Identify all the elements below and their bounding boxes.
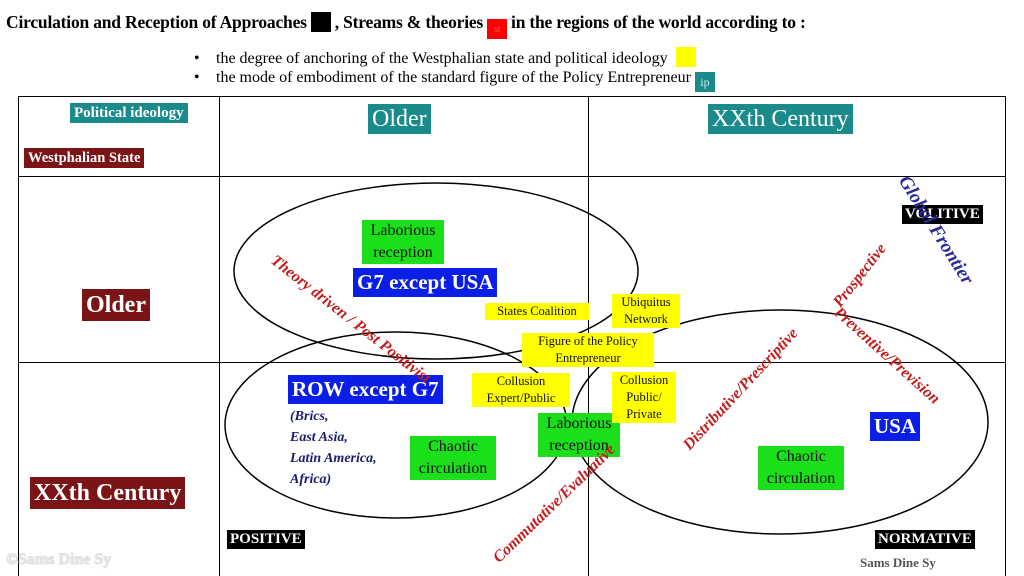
title-part1: Circulation and Reception of Approaches [6, 12, 307, 32]
ellipse-older [233, 182, 639, 360]
row-header-older: Older [82, 289, 150, 321]
westphalian-state-label: Westphalian State [24, 148, 145, 168]
laborious-top-line2: reception [373, 244, 433, 261]
bullet-westphalian: •the degree of anchoring of the Westphal… [194, 47, 696, 68]
chaotic-right-line2: circulation [766, 470, 836, 487]
streams-swatch-text: st [493, 23, 501, 35]
chaotic-right-line1: Chaotic [776, 448, 826, 465]
streams-swatch: st [487, 19, 508, 39]
bullet-text-1: the degree of anchoring of the Westphali… [216, 50, 668, 67]
policy-entrepreneur-swatch: ip [694, 72, 715, 92]
collusion-public-line1: Collusion [619, 373, 669, 387]
diagram-title: Circulation and Reception of Approaches,… [6, 12, 806, 39]
subregion-east-asia: East Asia, [290, 430, 348, 445]
collusion-expert-line2: Expert/Public [486, 391, 556, 405]
ideology-swatch [675, 47, 696, 67]
chaotic-left-line1: Chaotic [428, 438, 478, 455]
figure-pe-line2: Entrepreneur [555, 351, 621, 365]
bullet-policy-entrepreneur: •the mode of embodiment of the standard … [194, 69, 715, 92]
collusion-expert-line1: Collusion [496, 374, 546, 388]
column-header-older: Older [368, 104, 431, 134]
pe-swatch-text: ip [700, 75, 710, 89]
ubiquitus-line2: Network [624, 312, 668, 326]
figure-pe-line1: Figure of the Policy [538, 334, 638, 348]
subregion-brics: (Brics, [290, 409, 329, 424]
collusion-public-line3: Private [626, 407, 662, 421]
chaotic-circulation-right: Chaotic circulation [758, 446, 844, 490]
laborious-top-line1: Laborious [370, 222, 436, 239]
collusion-public-private-label: Collusion Public/ Private [612, 372, 676, 423]
figure-policy-entrepreneur-label: Figure of the Policy Entrepreneur [522, 333, 654, 367]
title-part2: , Streams & theories [334, 12, 484, 32]
row-header-xxth: XXth Century [30, 477, 186, 509]
approaches-swatch [310, 12, 331, 32]
title-part3: in the regions of the world according to… [511, 12, 806, 32]
chaotic-circulation-left: Chaotic circulation [410, 436, 496, 480]
collusion-expert-public-label: Collusion Expert/Public [472, 373, 570, 407]
region-g7-except-usa: G7 except USA [353, 268, 498, 297]
laborious-mid-line2: reception [549, 437, 609, 454]
positive-label: POSITIVE [227, 530, 305, 549]
ubiquitus-network-label: Ubiquitus Network [612, 294, 680, 328]
watermark-credit: ©Sams Dine Sy [6, 551, 112, 568]
region-row-except-g7: ROW except G7 [288, 375, 443, 404]
volitive-label: VOLITIVE [902, 205, 983, 224]
subregion-africa: Africa) [290, 472, 332, 487]
collusion-public-line2: Public/ [626, 390, 662, 404]
laborious-mid-line1: Laborious [546, 415, 612, 432]
states-coalition-label: States Coalition [485, 303, 589, 320]
grid-hline-2 [18, 362, 1006, 363]
row-subregions: (Brics, East Asia, Latin America, Africa… [290, 406, 377, 490]
political-ideology-label: Political ideology [70, 103, 188, 123]
bullet-text-2: the mode of embodiment of the standard f… [216, 69, 691, 86]
laborious-reception-mid: Laborious reception [538, 413, 620, 457]
grid-frame [18, 96, 1006, 576]
normative-label: NORMATIVE [875, 530, 975, 549]
grid-vline-1 [219, 96, 220, 576]
region-usa: USA [870, 412, 921, 441]
column-header-xxth: XXth Century [708, 104, 853, 134]
ubiquitus-line1: Ubiquitus [621, 295, 671, 309]
chaotic-left-line2: circulation [418, 460, 488, 477]
laborious-reception-top: Laborious reception [362, 220, 444, 264]
grid-hline-1 [18, 176, 1006, 177]
subregion-latin-america: Latin America, [290, 451, 377, 466]
author-credit: Sams Dine Sy [860, 555, 936, 570]
